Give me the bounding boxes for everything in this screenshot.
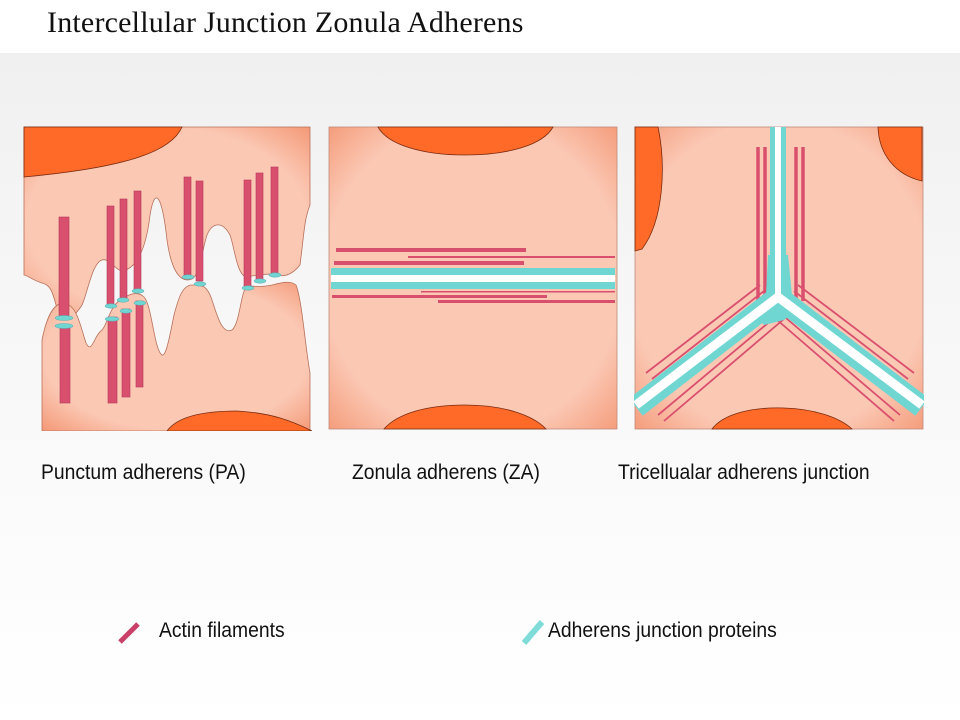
intercellular-space bbox=[331, 275, 615, 282]
caption-zonula-adherens: Zonula adherens (ZA) bbox=[352, 461, 540, 484]
legend-item-actin: Actin filaments bbox=[114, 616, 296, 646]
punctum-adherens-diagram bbox=[23, 126, 312, 431]
legend-item-adherens-proteins: Adherens junction proteins bbox=[516, 616, 797, 646]
actin-filaments-lower bbox=[332, 291, 615, 303]
actin-swatch-icon bbox=[118, 622, 140, 644]
adherens-protein-upper bbox=[331, 268, 615, 275]
legend-label-adherens-proteins: Adherens junction proteins bbox=[548, 619, 777, 642]
adherens-protein-lower bbox=[331, 282, 615, 289]
panel-zonula-adherens bbox=[328, 125, 618, 431]
nucleus-bottom bbox=[383, 404, 547, 430]
title-band: Intercellular Junction Zonula Adherens bbox=[0, 0, 960, 53]
panel-punctum-adherens bbox=[22, 125, 312, 431]
actin-filaments-vertical bbox=[756, 147, 805, 301]
adherens-protein-swatch-icon bbox=[521, 620, 545, 645]
caption-punctum-adherens: Punctum adherens (PA) bbox=[41, 461, 246, 484]
actin-filaments-diagonal bbox=[645, 284, 915, 422]
page-title: Intercellular Junction Zonula Adherens bbox=[47, 6, 524, 39]
actin-filaments-upper bbox=[334, 248, 615, 265]
nucleus-left bbox=[634, 126, 663, 252]
zonula-adherens-diagram bbox=[328, 126, 618, 430]
adherens-plaques bbox=[54, 272, 282, 329]
nucleus-bottom bbox=[711, 407, 854, 430]
legend-label-actin: Actin filaments bbox=[159, 619, 285, 642]
nucleus-top-right bbox=[877, 126, 923, 182]
nucleus-top-left bbox=[23, 126, 183, 178]
intercellular-space-y bbox=[634, 127, 924, 409]
nucleus-bottom bbox=[166, 410, 312, 431]
caption-tricellular-adherens: Tricellualar adherens junction bbox=[618, 461, 870, 484]
nucleus-top bbox=[377, 126, 554, 156]
tricellular-adherens-diagram bbox=[634, 126, 924, 430]
panel-tricellular-adherens bbox=[634, 125, 924, 431]
